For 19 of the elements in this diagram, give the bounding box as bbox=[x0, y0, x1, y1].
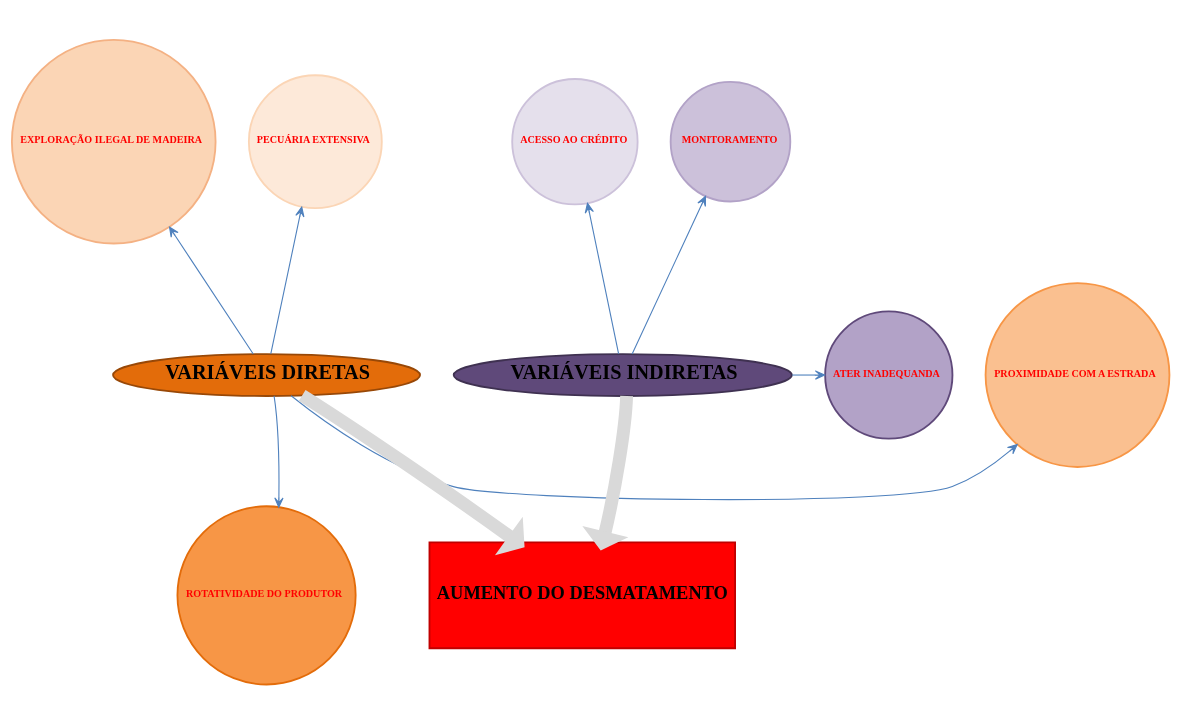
arrow bbox=[298, 389, 525, 556]
arrow bbox=[290, 395, 1018, 501]
node-circle: ATER INADEQUANDA bbox=[824, 310, 954, 440]
arrow bbox=[169, 226, 254, 355]
node-box: AUMENTO DO DESMATAMENTO bbox=[428, 541, 736, 650]
arrow bbox=[270, 206, 305, 355]
arrow bbox=[273, 395, 284, 508]
node-circle: ACESSO AO CRÉDITO bbox=[511, 78, 639, 206]
node-ellipse: VARIÁVEIS DIRETAS bbox=[112, 353, 421, 397]
node-circle: PROXIMIDADE COM A ESTRADA bbox=[984, 282, 1171, 468]
node-circle: EXPLORAÇÃO ILEGAL DE MADEIRA bbox=[11, 38, 217, 245]
arrow bbox=[584, 202, 620, 355]
node-circle: MONITORAMENTO bbox=[669, 80, 792, 203]
arrow bbox=[631, 195, 707, 355]
node-ellipse: VARIÁVEIS INDIRETAS bbox=[452, 353, 793, 397]
node-circle: PECUÁRIA EXTENSIVA bbox=[247, 74, 383, 210]
node-circle: ROTATIVIDADE DO PRODUTOR bbox=[176, 505, 357, 686]
arrow bbox=[791, 370, 826, 380]
arrow bbox=[582, 395, 634, 551]
